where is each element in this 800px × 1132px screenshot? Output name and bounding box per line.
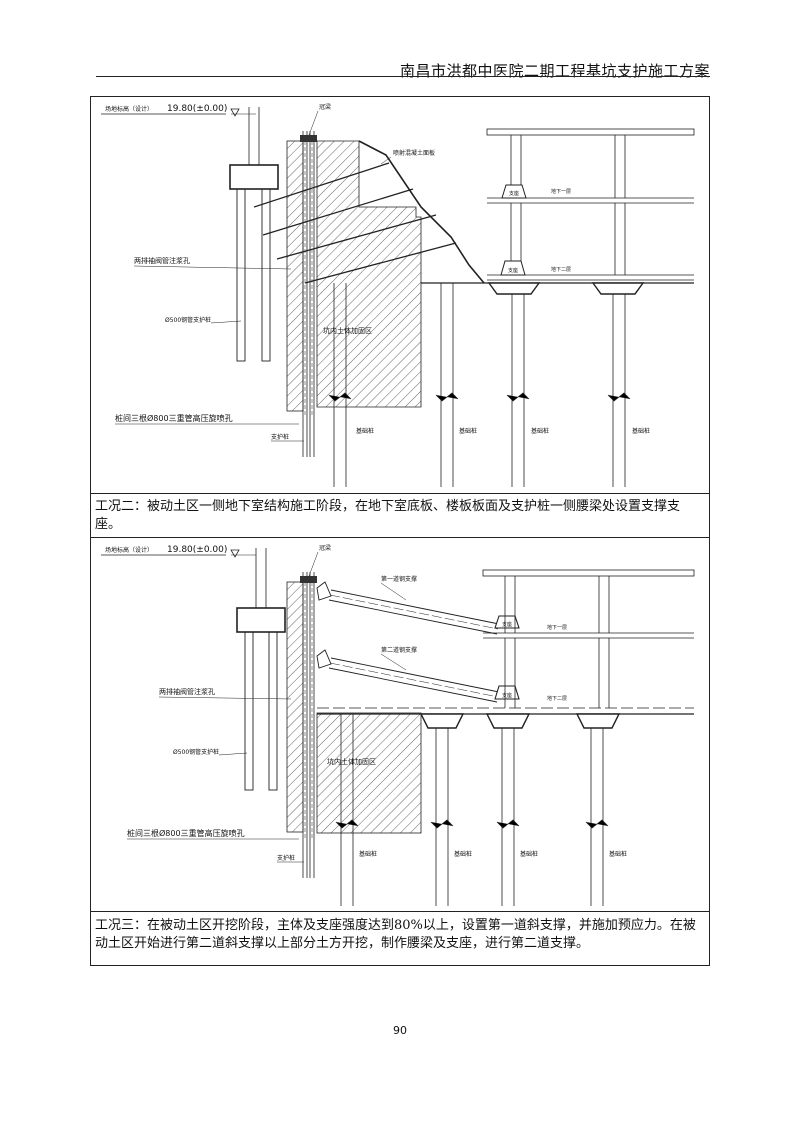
pile-3-label: 基础桩	[531, 427, 549, 435]
table-frame	[90, 96, 710, 966]
elevation-label: 场地标高（设计）	[105, 546, 153, 554]
caption-stage-2: 工况二：被动土区一侧地下室结构施工阶段，在地下室底板、楼板板面及支护桩一侧腰梁处…	[95, 499, 681, 532]
brace-1	[316, 581, 520, 635]
pile-1-label: 基础桩	[356, 427, 374, 435]
brace-2	[316, 649, 520, 703]
steel-pile-label: Ø500钢管支护桩	[173, 748, 219, 756]
pile-2-label: 基础桩	[454, 850, 472, 858]
steel-pile-label: Ø500钢管支护桩	[165, 316, 211, 324]
elevation-label: 场地标高（设计）	[105, 105, 153, 113]
pile-cap	[229, 164, 279, 190]
floor-b1-label: 地下一层	[547, 624, 567, 631]
pile-4-label: 基础桩	[632, 427, 650, 435]
pile-cap	[236, 607, 286, 633]
seat-1-label: 支座	[509, 190, 519, 197]
excavation-slope	[358, 140, 485, 284]
grout-holes-label: 两排袖阀管注浆孔	[159, 687, 215, 696]
capping-beam-label: 冠梁	[319, 103, 331, 111]
pile-caps-bottom	[487, 282, 645, 295]
jet-grout-label: 桩间三根Ø800三重管高压旋喷孔	[127, 828, 245, 838]
header-rule	[96, 76, 710, 77]
slope-mesh-label: 喷射混凝土面板	[393, 149, 435, 157]
brace-2-label: 第二道钢支撑	[381, 646, 417, 654]
pile-3-label: 基础桩	[520, 850, 538, 858]
soil-area-label: 坑内土体加固区	[327, 757, 376, 766]
capping-beam-label: 冠梁	[319, 544, 331, 552]
caption-stage-3: 工况三：在被动土区开挖阶段，主体及支座强度达到80%以上，设置第一道斜支撑，并施…	[95, 918, 696, 951]
row-divider-1	[90, 493, 710, 494]
support-pile-wall	[286, 572, 315, 878]
construction-drawing-stage-2: 场地标高（设计） 19.80(±0.00) 冠梁 坑内土体加固区 喷射混凝土面板…	[101, 103, 695, 487]
floor-b2-label: 地下二层	[551, 266, 571, 273]
capping-beam	[300, 576, 317, 583]
elevation-value: 19.80(±0.00)	[167, 545, 227, 555]
soil-reinforcement-zone	[316, 140, 422, 408]
grout-holes-label: 两排袖阀管注浆孔	[134, 256, 190, 265]
construction-drawing-stage-3: 场地标高（设计） 19.80(±0.00) 冠梁 第一道钢支撑 第二道钢支撑	[101, 544, 695, 906]
seat-2-label: 支座	[502, 692, 512, 699]
pile-break-marks	[328, 392, 631, 402]
floor-b2-label: 地下二层	[547, 695, 567, 702]
support-pile-wall	[286, 131, 315, 457]
page-header: 南昌市洪都中医院二期工程基坑支护施工方案	[399, 62, 710, 80]
soil-area-label: 坑内土体加固区	[323, 326, 372, 335]
anchor-rods	[253, 162, 457, 284]
jet-grout-label: 桩间三根Ø800三重管高压旋喷孔	[115, 413, 233, 423]
pile-caps-bottom	[419, 713, 621, 729]
floor-b1-label: 地下一层	[551, 188, 571, 195]
foundation-piles	[340, 714, 604, 906]
elevation-marker-icon	[230, 108, 240, 117]
pile-1-label: 基础桩	[359, 850, 377, 858]
elevation-value: 19.80(±0.00)	[167, 104, 227, 114]
crane-piles	[244, 631, 278, 791]
seat-1-label: 支座	[502, 621, 512, 628]
existing-structure	[482, 569, 695, 708]
seat-2-label: 支座	[508, 267, 518, 274]
crane-piles	[236, 188, 271, 362]
support-pile-label: 支护桩	[271, 433, 289, 441]
row-divider-2	[90, 537, 710, 538]
brace-1-label: 第一道钢支撑	[381, 575, 417, 583]
elevation-marker-icon	[230, 549, 240, 558]
pile-4-label: 基础桩	[609, 850, 627, 858]
page-number: 90	[393, 1024, 407, 1037]
existing-structure	[486, 128, 695, 281]
pile-2-label: 基础桩	[459, 427, 477, 435]
support-seats	[500, 184, 527, 276]
capping-beam	[300, 135, 317, 142]
soil-reinforcement-zone	[316, 712, 422, 834]
foundation-piles	[333, 283, 626, 487]
support-pile-label: 支护桩	[277, 854, 295, 862]
row-divider-3	[90, 911, 710, 912]
pile-break-marks	[335, 819, 609, 829]
